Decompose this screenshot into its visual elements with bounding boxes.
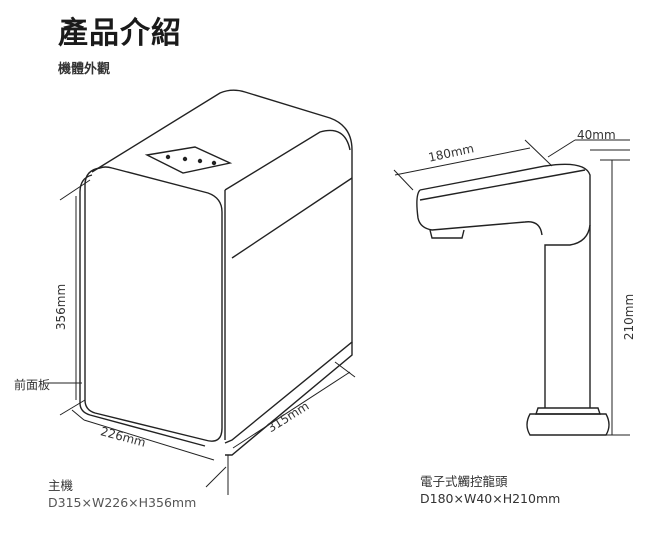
- front-panel-label: 前面板: [14, 378, 51, 392]
- faucet-width-label: 40mm: [577, 128, 616, 142]
- faucet-dimension-lines: [393, 139, 630, 436]
- faucet-caption: 電子式觸控龍頭 D180×W40×H210mm: [420, 473, 560, 507]
- main-unit-spec: D315×W226×H356mm: [48, 495, 197, 510]
- faucet-name: 電子式觸控龍頭: [420, 474, 508, 489]
- page-title: 產品介紹: [58, 16, 182, 51]
- faucet-spec: D180×W40×H210mm: [420, 491, 561, 506]
- faucet-drawing: [416, 163, 610, 436]
- main-unit-caption: 主機 D315×W226×H356mm: [48, 477, 196, 511]
- faucet-height-label: 210mm: [622, 293, 637, 341]
- section-subtitle: 機體外觀: [58, 62, 111, 77]
- main-unit-name: 主機: [48, 478, 74, 493]
- main-unit-height-label: 356mm: [54, 283, 69, 331]
- main-unit-dimension-lines: [46, 179, 356, 495]
- main-unit-drawing: [79, 89, 353, 456]
